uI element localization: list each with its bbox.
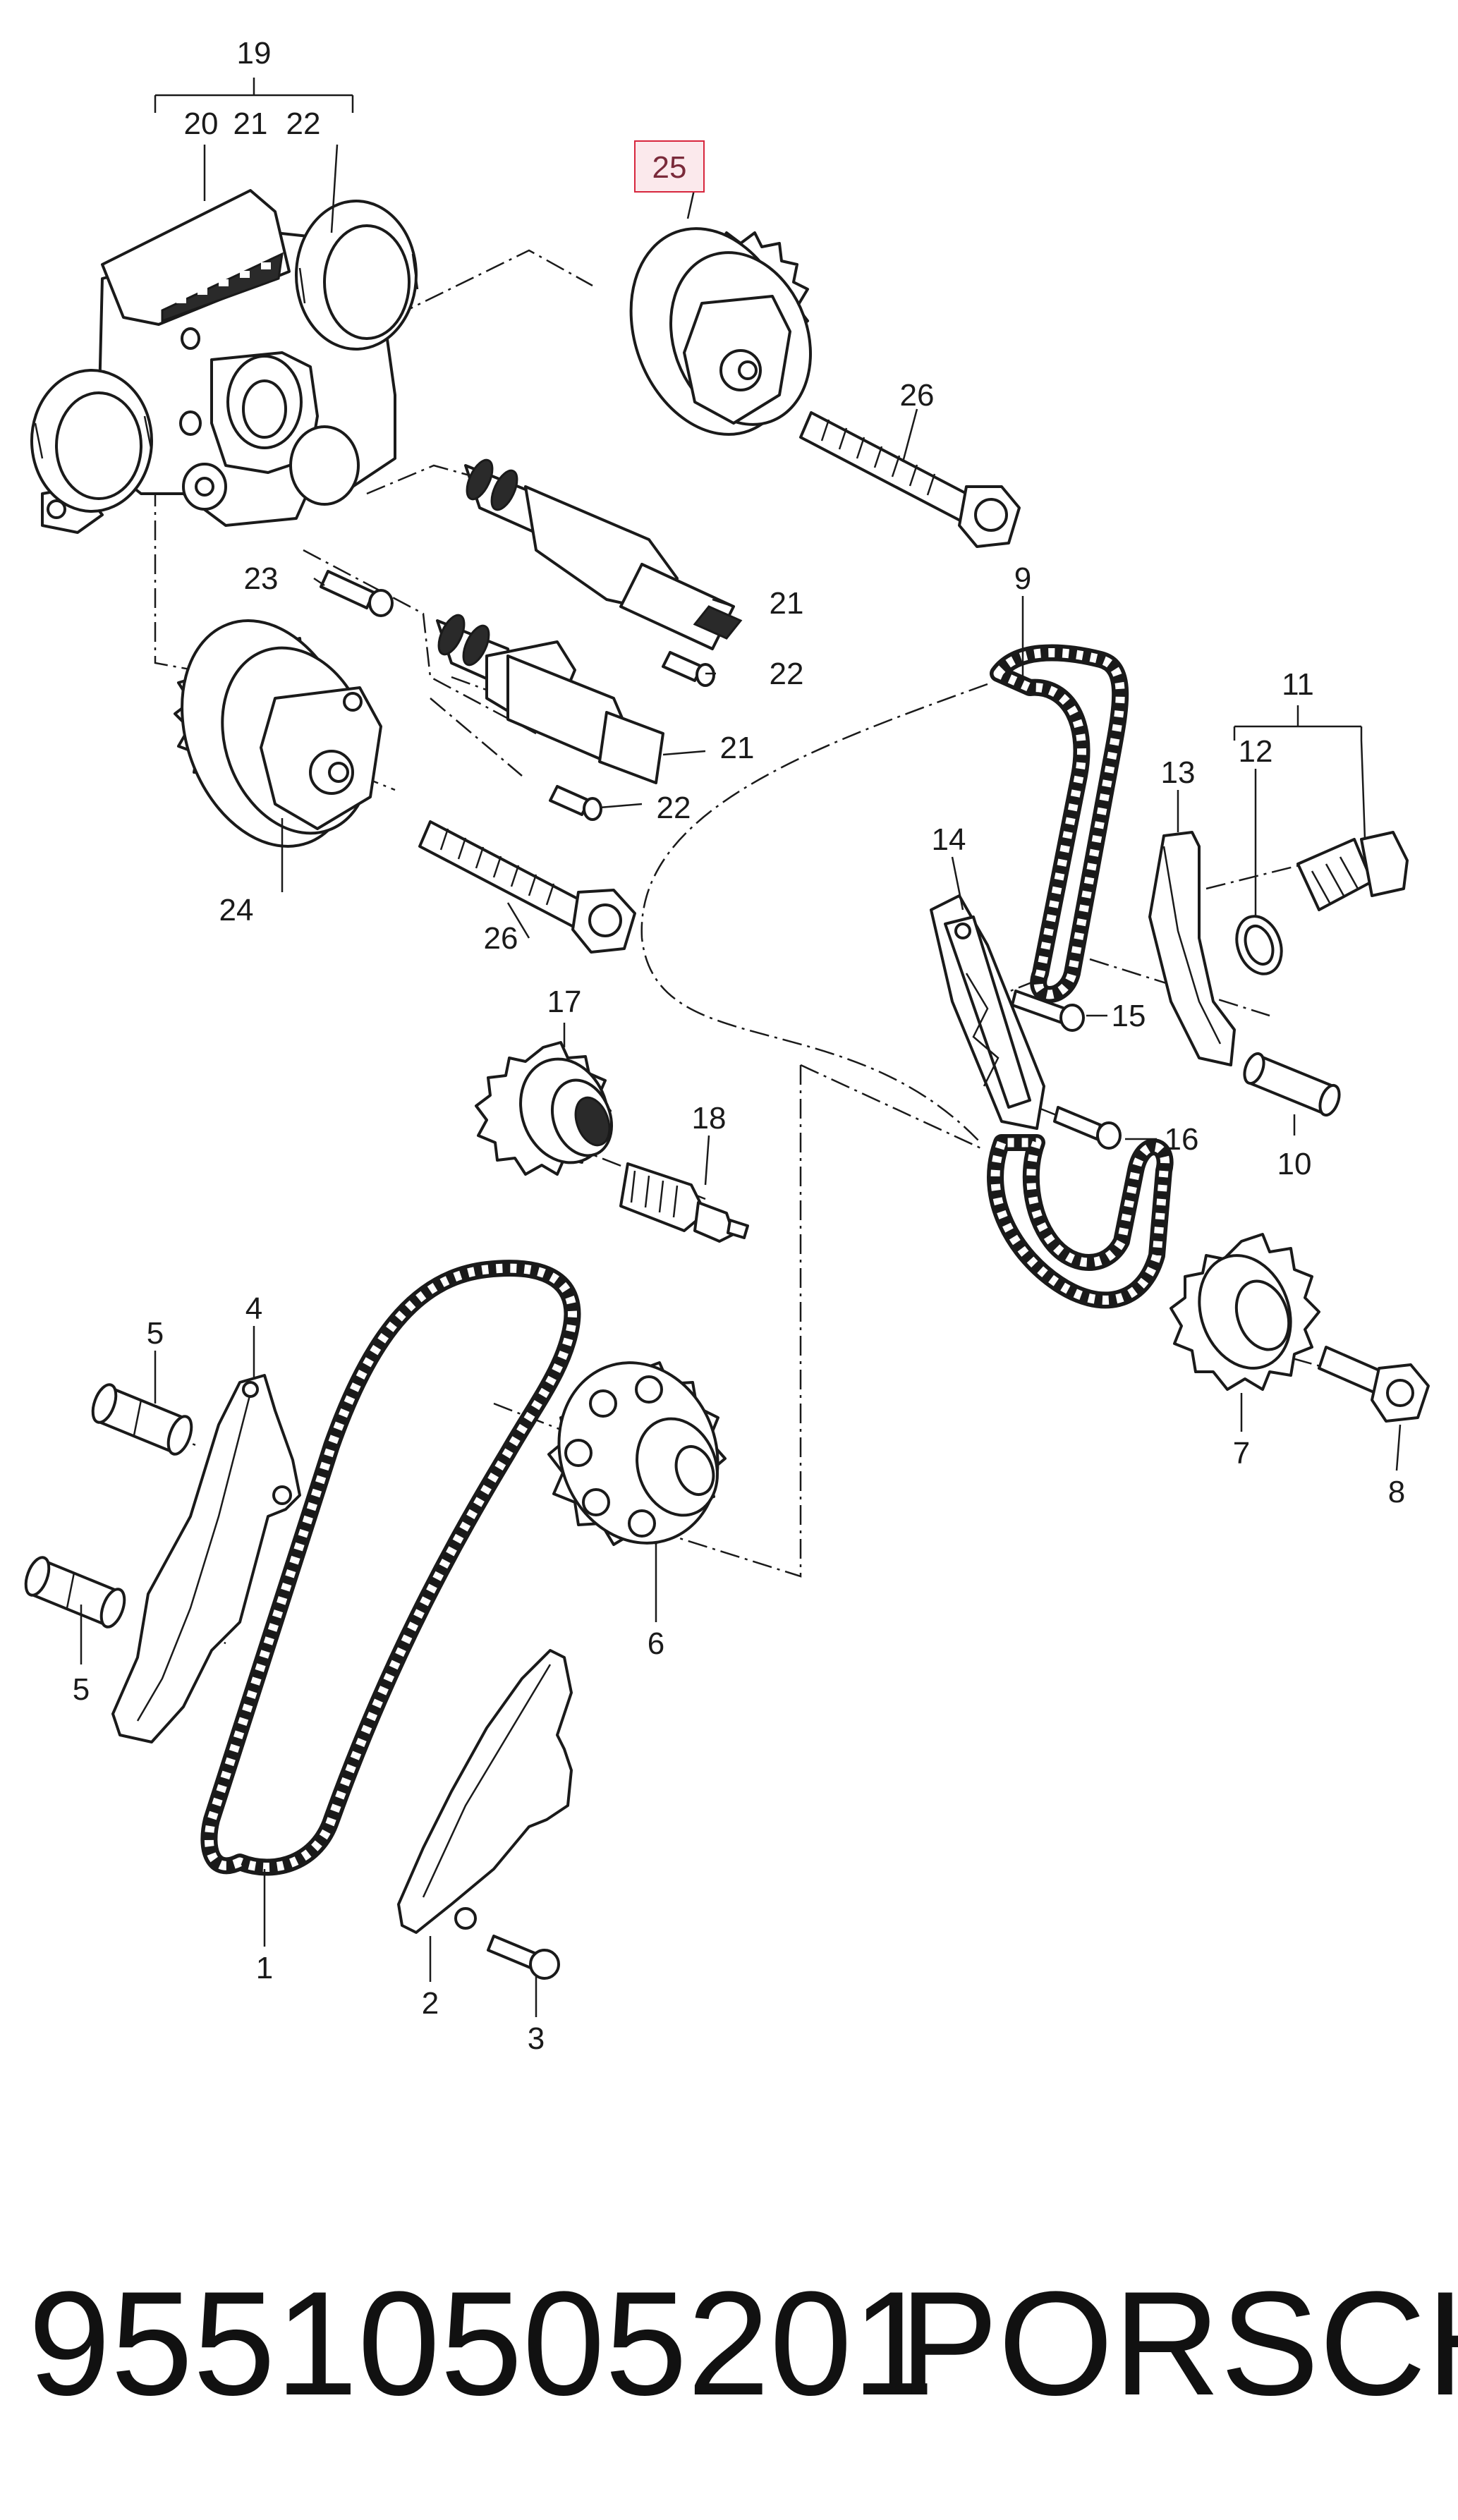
- screw-22b: [549, 785, 602, 821]
- bolt-8: [1318, 1346, 1430, 1423]
- leader-lines: [80, 78, 1402, 2017]
- bolt-26-lower: [418, 820, 636, 954]
- callout-21-lower-valve: 21: [720, 731, 755, 765]
- camshaft-bearing-ring-right: [295, 200, 419, 351]
- camshaft-adjuster-lower: [174, 619, 382, 848]
- pin-5-lower: [24, 1556, 126, 1629]
- callout-11: 11: [1282, 667, 1314, 702]
- callout-22: 22: [286, 106, 321, 141]
- tensioner-rail-14: [930, 894, 1045, 1130]
- lower-timing-chain: [200, 1260, 581, 1876]
- callout-21-upper-valve: 21: [770, 586, 804, 621]
- bolt-26-upper: [799, 411, 1021, 548]
- footer: 95510505201 PORSCHE: [28, 2260, 1458, 2426]
- callout-13: 13: [1161, 755, 1196, 790]
- callout-3: 3: [528, 2021, 545, 2056]
- callout-15: 15: [1112, 999, 1146, 1033]
- bolt-15: [1011, 990, 1085, 1032]
- callout-8: 8: [1388, 1475, 1405, 1509]
- callout-21: 21: [233, 106, 268, 141]
- screw-23: [320, 570, 394, 617]
- callout-20: 20: [184, 106, 219, 141]
- callout-10: 10: [1277, 1147, 1312, 1181]
- part-number: 95510505201: [28, 2260, 935, 2426]
- solenoid-valve-lower: [436, 614, 664, 784]
- callout-22-lower-screw: 22: [657, 791, 691, 825]
- callout-9: 9: [1014, 561, 1031, 596]
- callout-26-upper: 26: [900, 378, 935, 413]
- callout-17: 17: [547, 985, 582, 1019]
- callout-26-lower: 26: [484, 921, 518, 956]
- screw-22a: [662, 651, 715, 687]
- callout-25: 25: [652, 150, 687, 185]
- callout-18: 18: [692, 1101, 727, 1136]
- guide-rail-block: [101, 189, 291, 326]
- camshaft-adjuster-upper: [629, 227, 812, 436]
- bolt-3: [487, 1935, 560, 1980]
- sealing-ring-12: [1235, 915, 1283, 975]
- callout-24: 24: [219, 893, 254, 927]
- guide-rail-13: [1148, 831, 1236, 1066]
- tensioner-rail-2: [397, 1649, 573, 1934]
- intermediate-sprocket-17: [475, 1041, 614, 1176]
- intermediate-shaft-18: [619, 1162, 749, 1243]
- callout-25-highlight: [634, 140, 705, 193]
- callout-5-lower: 5: [73, 1672, 90, 1707]
- camshaft-bearing-ring-left: [30, 369, 153, 513]
- upper-timing-chain: [987, 644, 1174, 1309]
- callout-1: 1: [256, 1951, 273, 1985]
- callout-16: 16: [1165, 1122, 1199, 1157]
- callout-22-upper-screw: 22: [770, 657, 804, 691]
- callout-23: 23: [244, 561, 279, 596]
- callout-labels: 19 20 21 22 25 26 21 22 23 21 22 24 26 9…: [73, 36, 1405, 2056]
- pin-10: [1243, 1052, 1341, 1117]
- brand-name: PORSCHE: [899, 2260, 1458, 2426]
- callout-6: 6: [648, 1626, 664, 1661]
- sprocket-7: [1170, 1233, 1320, 1391]
- bolt-16: [1053, 1106, 1122, 1150]
- callout-12: 12: [1239, 734, 1273, 769]
- guide-rail-4: [111, 1374, 301, 1743]
- callout-19: 19: [237, 36, 272, 71]
- callout-14: 14: [932, 822, 966, 857]
- callout-7: 7: [1233, 1436, 1250, 1471]
- callout-5-upper: 5: [147, 1316, 164, 1351]
- chain-tensioner-11: [1296, 831, 1409, 911]
- solenoid-valve-upper: [464, 458, 743, 650]
- pin-5-upper: [91, 1383, 193, 1456]
- callout-4: 4: [245, 1291, 262, 1326]
- callout-2: 2: [422, 1986, 439, 2021]
- crankshaft-sprocket-6: [547, 1361, 727, 1546]
